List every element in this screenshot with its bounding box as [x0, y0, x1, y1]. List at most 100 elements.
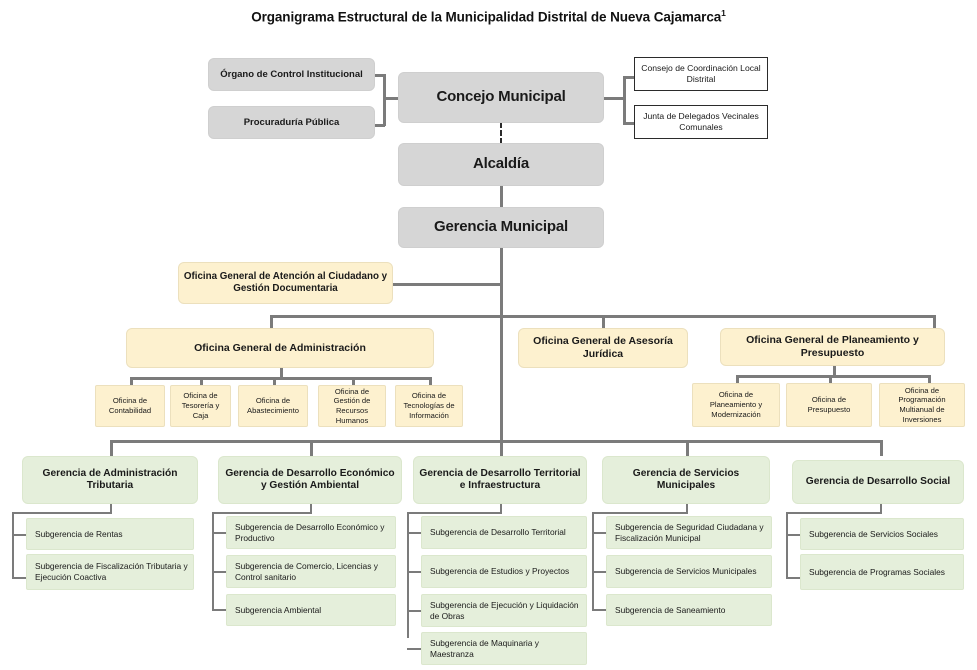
- node-oficina-gestion-recursos-humanos[interactable]: Oficina de Gestión de Recursos Humanos: [318, 385, 386, 427]
- connector-plan-parent-drop: [833, 366, 836, 376]
- node-oficina-general-planeamiento-presupuesto[interactable]: Oficina General de Planeamiento y Presup…: [720, 328, 945, 366]
- connector-g4-stub: [686, 504, 688, 514]
- page-title: Organigrama Estructural de la Municipali…: [0, 8, 977, 25]
- connector-g3-spine: [407, 512, 409, 638]
- node-oficina-general-administracion[interactable]: Oficina General de Administración: [126, 328, 434, 368]
- node-subgerencia-desarrollo-economico-productivo[interactable]: Subgerencia de Desarrollo Económico y Pr…: [226, 516, 396, 549]
- node-label: Subgerencia de Fiscalización Tributaria …: [35, 561, 188, 582]
- node-gerencia-municipal[interactable]: Gerencia Municipal: [398, 207, 604, 248]
- node-gerencia-desarrollo-social[interactable]: Gerencia de Desarrollo Social: [792, 460, 964, 504]
- node-subgerencia-seguridad-ciudadana-fiscalizacion[interactable]: Subgerencia de Seguridad Ciudadana y Fis…: [606, 516, 772, 549]
- node-gerencia-administracion-tributaria[interactable]: Gerencia de Administración Tributaria: [22, 456, 198, 504]
- connector-gerencia-drop-1: [110, 440, 113, 456]
- connector-g4-sub-1: [592, 532, 606, 534]
- node-gerencia-desarrollo-economico-gestion-ambiental[interactable]: Gerencia de Desarrollo Económico y Gesti…: [218, 456, 402, 504]
- node-oficina-programacion-multianual-inversiones[interactable]: Oficina de Programación Multianual de In…: [879, 383, 965, 427]
- node-concejo-municipal[interactable]: Concejo Municipal: [398, 72, 604, 123]
- connector-admin-drop-2: [200, 377, 203, 385]
- node-oficina-planeamiento-modernizacion[interactable]: Oficina de Planeamiento y Modernización: [692, 383, 780, 427]
- node-organo-control-institucional[interactable]: Órgano de Control Institucional: [208, 58, 375, 91]
- node-oficina-general-atencion-ciudadano[interactable]: Oficina General de Atención al Ciudadano…: [178, 262, 393, 304]
- connector-consejo-branch: [623, 76, 635, 79]
- connector-g5-sub-2: [786, 577, 800, 579]
- connector-admin-offices-bus: [130, 377, 432, 380]
- node-consejo-coordinacion-local-distrital[interactable]: Consejo de Coordinación Local Distrital: [634, 57, 768, 91]
- node-label: Procuraduría Pública: [243, 116, 340, 128]
- connector-g1-stub: [110, 504, 112, 514]
- connector-right-advisory-spine: [623, 76, 626, 124]
- connector-g2-sub-1: [212, 532, 226, 534]
- node-label: Subgerencia de Seguridad Ciudadana y Fis…: [615, 521, 764, 543]
- connector-g1-sub-1: [12, 534, 26, 536]
- node-oficina-general-asesoria-juridica[interactable]: Oficina General de Asesoría Jurídica: [518, 328, 688, 368]
- connector-g3-stub: [500, 504, 502, 514]
- connector-main-spine: [500, 248, 503, 440]
- node-label: Oficina de Presupuesto: [807, 395, 851, 414]
- connector-drop-administracion: [270, 315, 273, 328]
- node-label: Subgerencia de Servicios Municipales: [615, 566, 757, 577]
- connector-g4-sub-3: [592, 609, 606, 611]
- node-oficina-tecnologias-informacion[interactable]: Oficina de Tecnologías de Información: [395, 385, 463, 427]
- node-subgerencia-saneamiento[interactable]: Subgerencia de Saneamiento: [606, 594, 772, 626]
- node-label: Junta de Delegados Vecinales Comunales: [643, 110, 759, 132]
- connector-left-advisory-to-concejo: [383, 97, 400, 100]
- connector-left-advisory-spine: [383, 74, 386, 126]
- node-label: Oficina de Tecnologías de Información: [403, 391, 455, 420]
- node-label: Oficina de Programación Multianual de In…: [898, 385, 946, 424]
- node-oficina-abastecimiento[interactable]: Oficina de Abastecimiento: [238, 385, 308, 427]
- connector-g2-spine: [212, 512, 214, 610]
- node-procuraduria-publica[interactable]: Procuraduría Pública: [208, 106, 375, 139]
- connector-junta-branch: [623, 122, 635, 125]
- node-subgerencia-comercio-licencias-control-sanitario[interactable]: Subgerencia de Comercio, Licencias y Con…: [226, 555, 396, 588]
- connector-admin-drop-1: [130, 377, 133, 385]
- node-label: Oficina General de Asesoría Jurídica: [533, 335, 673, 360]
- node-label: Subgerencia Ambiental: [235, 604, 322, 615]
- node-subgerencia-servicios-municipales[interactable]: Subgerencia de Servicios Municipales: [606, 555, 772, 588]
- connector-drop-planeamiento: [933, 315, 936, 328]
- node-subgerencia-programas-sociales[interactable]: Subgerencia de Programas Sociales: [800, 554, 964, 590]
- node-label: Subgerencia de Maquinaria y Maestranza: [430, 637, 539, 659]
- node-subgerencia-maquinaria-maestranza[interactable]: Subgerencia de Maquinaria y Maestranza: [421, 632, 587, 665]
- node-label: Gerencia de Desarrollo Territorial e Inf…: [419, 467, 581, 491]
- node-subgerencia-ejecucion-liquidacion-obras[interactable]: Subgerencia de Ejecución y Liquidación d…: [421, 594, 587, 627]
- node-junta-delegados-vecinales-comunales[interactable]: Junta de Delegados Vecinales Comunales: [634, 105, 768, 139]
- node-subgerencia-rentas[interactable]: Subgerencia de Rentas: [26, 518, 194, 550]
- connector-admin-drop-5: [429, 377, 432, 385]
- node-label: Órgano de Control Institucional: [220, 68, 363, 80]
- connector-gerencia-drop-5: [880, 440, 883, 456]
- node-subgerencia-ambiental[interactable]: Subgerencia Ambiental: [226, 594, 396, 626]
- node-label: Alcaldía: [473, 155, 529, 173]
- connector-planeamiento-offices-bus: [736, 375, 930, 378]
- node-gerencia-desarrollo-territorial-infraestructura[interactable]: Gerencia de Desarrollo Territorial e Inf…: [413, 456, 587, 504]
- connector-g5-sub-1: [786, 534, 800, 536]
- node-label: Oficina de Gestión de Recursos Humanos: [333, 386, 371, 425]
- connector-admin-drop-4: [352, 377, 355, 385]
- connector-oci-branch: [375, 74, 385, 77]
- node-label: Subgerencia de Ejecución y Liquidación d…: [430, 599, 579, 621]
- node-oficina-tesoreria-caja[interactable]: Oficina de Tesorería y Caja: [170, 385, 231, 427]
- node-subgerencia-estudios-proyectos[interactable]: Subgerencia de Estudios y Proyectos: [421, 555, 587, 588]
- node-label: Subgerencia de Desarrollo Económico y Pr…: [235, 521, 385, 543]
- node-subgerencia-desarrollo-territorial[interactable]: Subgerencia de Desarrollo Territorial: [421, 516, 587, 549]
- node-label: Oficina de Tesorería y Caja: [181, 391, 220, 420]
- connector-gerencia-drop-4: [686, 440, 689, 456]
- connector-admin-parent-drop: [280, 368, 283, 378]
- node-oficina-contabilidad[interactable]: Oficina de Contabilidad: [95, 385, 165, 427]
- connector-g4-sub-2: [592, 571, 606, 573]
- connector-gerencias-bus: [110, 440, 883, 443]
- node-subgerencia-servicios-sociales[interactable]: Subgerencia de Servicios Sociales: [800, 518, 964, 550]
- page-title-text: Organigrama Estructural de la Municipali…: [251, 9, 722, 25]
- connector-admin-drop-3: [273, 377, 276, 385]
- node-label: Subgerencia de Servicios Sociales: [809, 528, 938, 539]
- connector-g4-elbow: [592, 512, 688, 514]
- connector-plan-drop-2: [829, 375, 832, 383]
- node-alcaldia[interactable]: Alcaldía: [398, 143, 604, 186]
- connector-g3-sub-1: [407, 532, 421, 534]
- connector-g4-spine: [592, 512, 594, 610]
- node-gerencia-servicios-municipales[interactable]: Gerencia de Servicios Municipales: [602, 456, 770, 504]
- connector-alcaldia-gerencia: [500, 186, 503, 209]
- node-oficina-presupuesto[interactable]: Oficina de Presupuesto: [786, 383, 872, 427]
- node-subgerencia-fiscalizacion-tributaria[interactable]: Subgerencia de Fiscalización Tributaria …: [26, 554, 194, 590]
- connector-g3-sub-2: [407, 571, 421, 573]
- node-label: Concejo Municipal: [436, 88, 566, 106]
